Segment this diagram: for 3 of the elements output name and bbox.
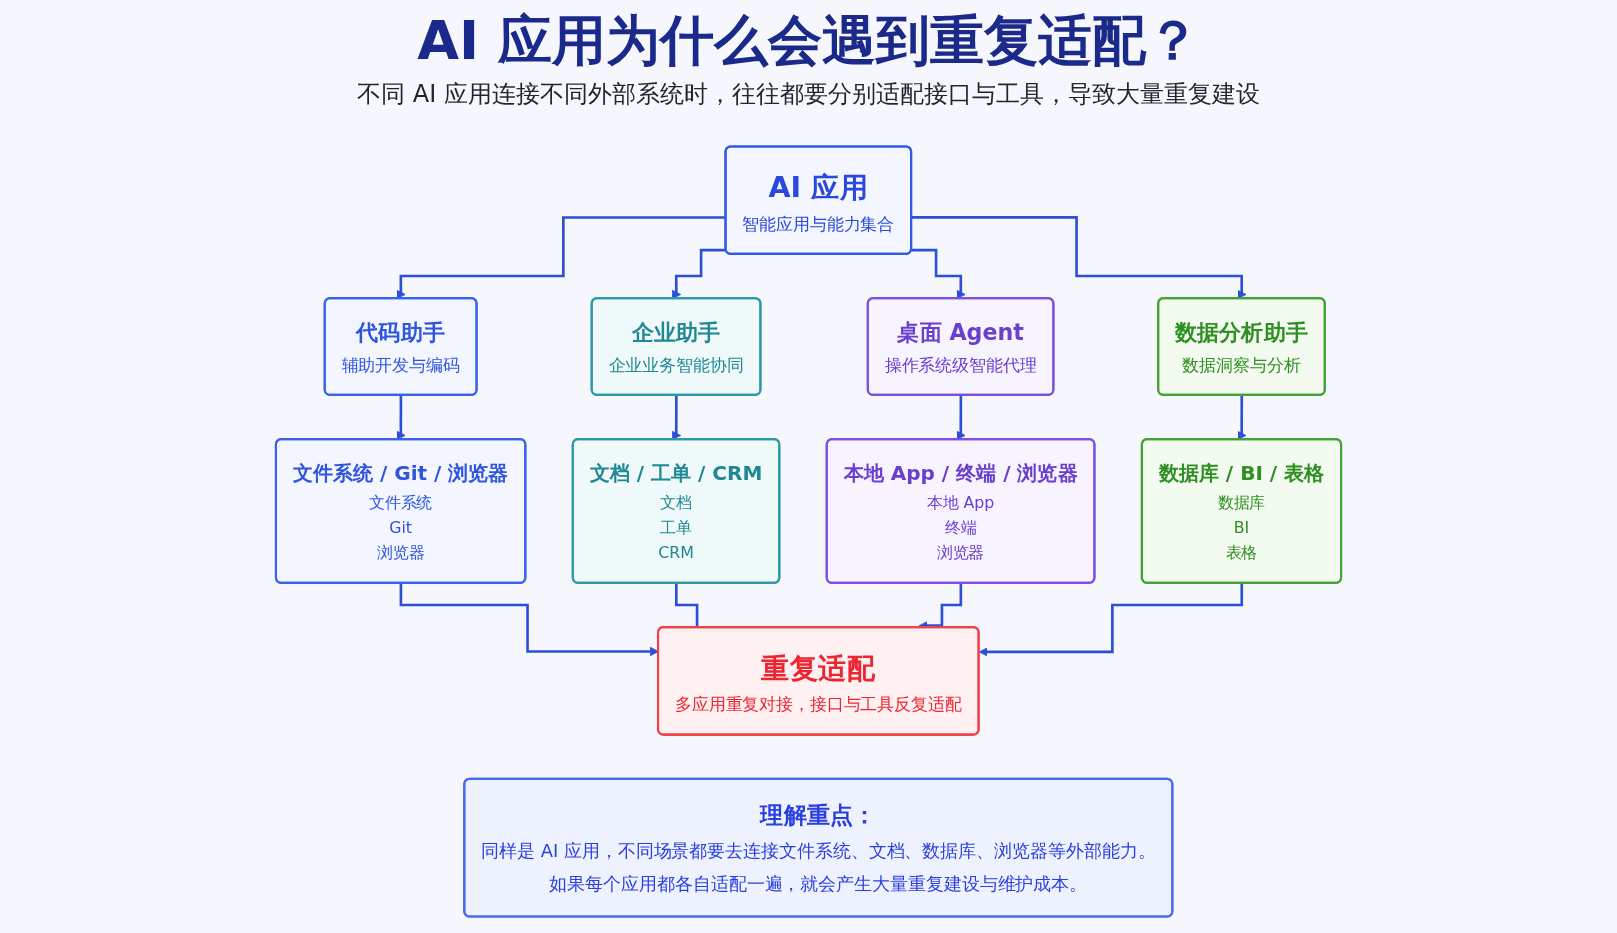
subtitle: 不同 AI 应用连接不同外部系统时，往往都要分别适配接口与工具，导致大量重复建设 [357,79,1260,111]
arrow [978,582,1244,657]
page-title: AI 应用为什么会遇到重复适配？ [417,10,1200,73]
